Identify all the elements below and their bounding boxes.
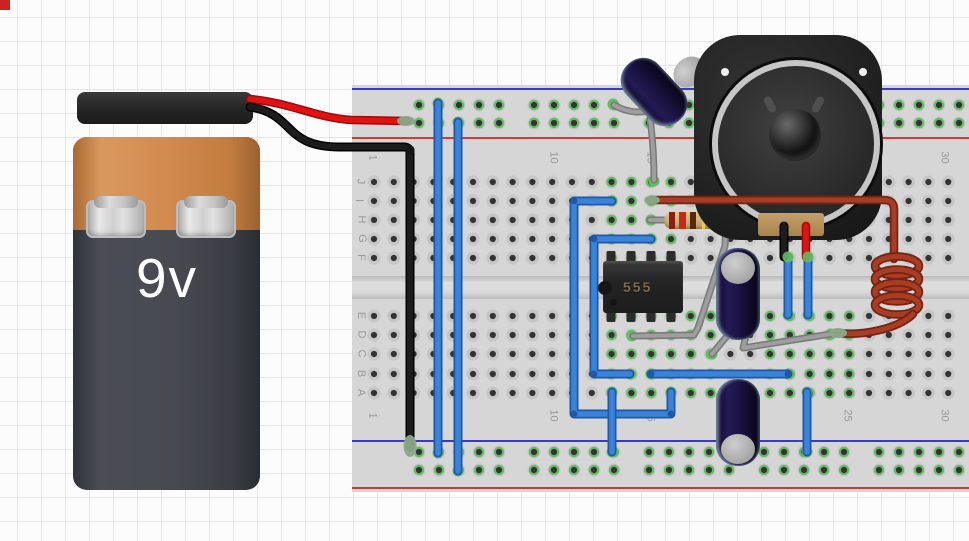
resistor-band-1 [669, 212, 675, 229]
resistor-band-2 [679, 212, 686, 229]
speaker-dome [769, 109, 821, 161]
battery-9v[interactable]: 9v [73, 92, 260, 490]
wire-bendpoint[interactable] [405, 145, 415, 155]
battery-terminal [176, 196, 236, 238]
ic-label: 555 [623, 279, 653, 295]
ic-notch [598, 281, 612, 295]
speaker-bolt [721, 68, 729, 76]
battery-black-wire[interactable] [250, 107, 410, 447]
battery-cap [77, 92, 253, 124]
capacitor-2-top [721, 252, 755, 284]
resistor-band-3 [690, 212, 696, 229]
bottom-rail-blue-line [352, 440, 969, 442]
battery-label: 9v [135, 247, 199, 309]
battery-terminal [86, 196, 146, 238]
capacitor-3-top [721, 434, 755, 464]
top-rail-red-line [352, 137, 969, 139]
ic-555-timer[interactable]: 555 [598, 261, 683, 313]
ic-pin1-dot [610, 299, 617, 306]
speaker-bolt [859, 68, 867, 76]
bottom-rail-red-line [352, 487, 969, 489]
origin-marker [0, 0, 10, 10]
